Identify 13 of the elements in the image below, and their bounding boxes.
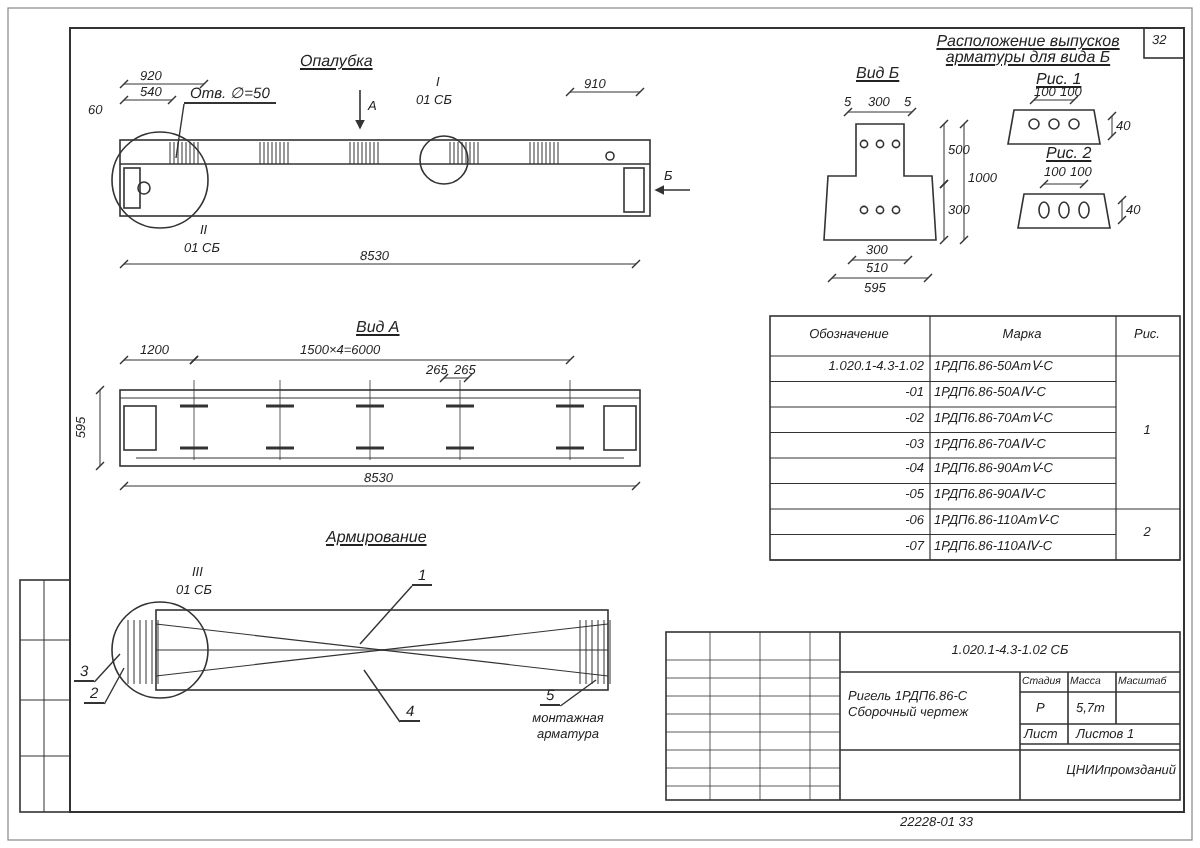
view-title: Опалубка [300, 54, 373, 69]
leader-line [103, 667, 125, 705]
leader-line [559, 679, 597, 707]
view-title: Рис. 1 [1036, 72, 1082, 87]
leader-line [359, 585, 413, 645]
leader-line [363, 669, 401, 723]
view-title: Армирование [326, 530, 427, 545]
view-title: Расположение выпусков арматуры для вида Б [934, 34, 1122, 64]
leader-line [175, 103, 185, 159]
view-title: Вид Б [856, 66, 900, 81]
view-title: Вид А [356, 320, 400, 335]
view-title: Рис. 2 [1046, 146, 1092, 161]
leader-line [93, 653, 121, 683]
